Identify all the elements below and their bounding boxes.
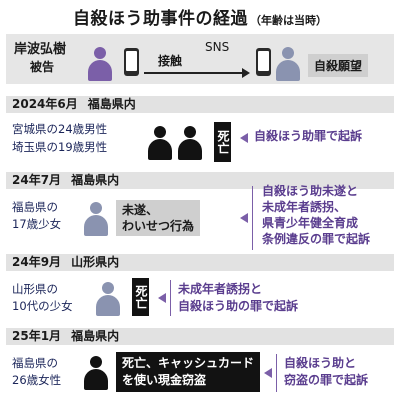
event-3-arrow-left-icon bbox=[158, 293, 166, 303]
event-3-date: 24年9月 bbox=[12, 255, 62, 269]
event-1-victim-2-person-icon bbox=[178, 126, 202, 160]
title-row: 自殺ほう助事件の経過（年齢は当時） bbox=[0, 4, 400, 29]
event-1-place: 福島県内 bbox=[87, 97, 136, 111]
wish-label: 自殺願望 bbox=[308, 54, 369, 77]
arrow-right-icon bbox=[242, 68, 250, 78]
event-4-date: 25年1月 bbox=[12, 329, 62, 343]
event-1-charge: 自殺ほう助罪で起訴 bbox=[254, 129, 363, 143]
event-2-outcome-line-1: 未遂、 bbox=[122, 203, 159, 217]
event-3-header: 24年9月山形県内 bbox=[6, 254, 394, 271]
event-4-outcome: 死亡、キャッシュカード を使い現金窃盗 bbox=[116, 352, 261, 392]
event-3-victim-line-2: 10代の少女 bbox=[12, 299, 73, 313]
event-4-victim-line-2: 26歳女性 bbox=[12, 373, 62, 387]
event-4-header: 25年1月福島県内 bbox=[6, 328, 394, 345]
event-3-victim-person-icon bbox=[96, 282, 120, 316]
defendant-role: 被告 bbox=[30, 60, 55, 74]
event-3-place: 山形県内 bbox=[71, 255, 120, 269]
event-4-outcome-line-2: を使い現金窃盗 bbox=[122, 373, 207, 387]
event-3-charge-1: 未成年者誘拐と bbox=[178, 282, 263, 296]
event-1-date: 2024年6月 bbox=[12, 97, 78, 111]
defendant-smartphone-icon bbox=[124, 48, 139, 76]
event-2-charge-3: 県青少年健全育成 bbox=[262, 216, 359, 230]
event-4-bracket bbox=[276, 354, 283, 392]
event-1-victim-1: 宮城県の24歳男性 bbox=[12, 122, 108, 136]
event-1-arrow-left-icon bbox=[240, 133, 248, 143]
event-4-outcome-line-1: 死亡、キャッシュカード bbox=[122, 356, 255, 370]
event-4-charge-2: 窃盗の罪で起訴 bbox=[284, 373, 369, 387]
contact-label: 接触 bbox=[158, 54, 183, 68]
event-2-charge-2: 未成年者誘拐、 bbox=[262, 200, 347, 214]
event-3-charge-2: 自殺ほう助の罪で起訴 bbox=[178, 299, 299, 313]
event-2-arrow-left-icon bbox=[240, 213, 248, 223]
target-person-icon bbox=[276, 47, 300, 81]
event-2-outcome: 未遂、 わいせつ行為 bbox=[116, 200, 201, 236]
event-3-outcome: 死亡 bbox=[132, 278, 149, 316]
contact-arrow-line bbox=[144, 72, 244, 74]
event-2-charge-1: 自殺ほう助未遂と bbox=[262, 184, 359, 198]
event-2-bracket bbox=[252, 186, 259, 250]
event-4-victim-person-icon bbox=[84, 356, 108, 390]
event-2-date: 24年7月 bbox=[12, 173, 62, 187]
defendant-name: 岸波弘樹 bbox=[14, 42, 67, 57]
event-2-outcome-line-2: わいせつ行為 bbox=[122, 219, 195, 233]
event-2-charge-4: 条例違反の罪で起訴 bbox=[262, 232, 371, 246]
event-2-victim-person-icon bbox=[84, 202, 108, 236]
event-1-header: 2024年6月福島県内 bbox=[6, 96, 394, 113]
event-4-charge-1: 自殺ほう助と bbox=[284, 356, 357, 370]
event-4-place: 福島県内 bbox=[71, 329, 120, 343]
event-4-victim-line-1: 福島県の bbox=[12, 356, 58, 370]
target-smartphone-icon bbox=[256, 48, 271, 76]
event-2-header: 24年7月福島県内 bbox=[6, 172, 394, 189]
sns-label: SNS bbox=[205, 40, 230, 54]
event-1-victim-2: 埼玉県の19歳男性 bbox=[12, 140, 108, 154]
title-note: （年齢は当時） bbox=[250, 14, 327, 27]
event-2-place: 福島県内 bbox=[71, 173, 120, 187]
event-3-bracket bbox=[170, 280, 177, 316]
event-4-arrow-left-icon bbox=[264, 368, 272, 378]
event-1-outcome: 死亡 bbox=[214, 122, 231, 162]
event-1-victim-1-person-icon bbox=[148, 126, 172, 160]
defendant-person-icon bbox=[88, 47, 112, 81]
event-2-victim-line-2: 17歳少女 bbox=[12, 217, 62, 231]
diagram-title: 自殺ほう助事件の経過 bbox=[73, 9, 248, 29]
event-3-victim-line-1: 山形県の bbox=[12, 282, 58, 296]
event-2-victim-line-1: 福島県の bbox=[12, 200, 58, 214]
